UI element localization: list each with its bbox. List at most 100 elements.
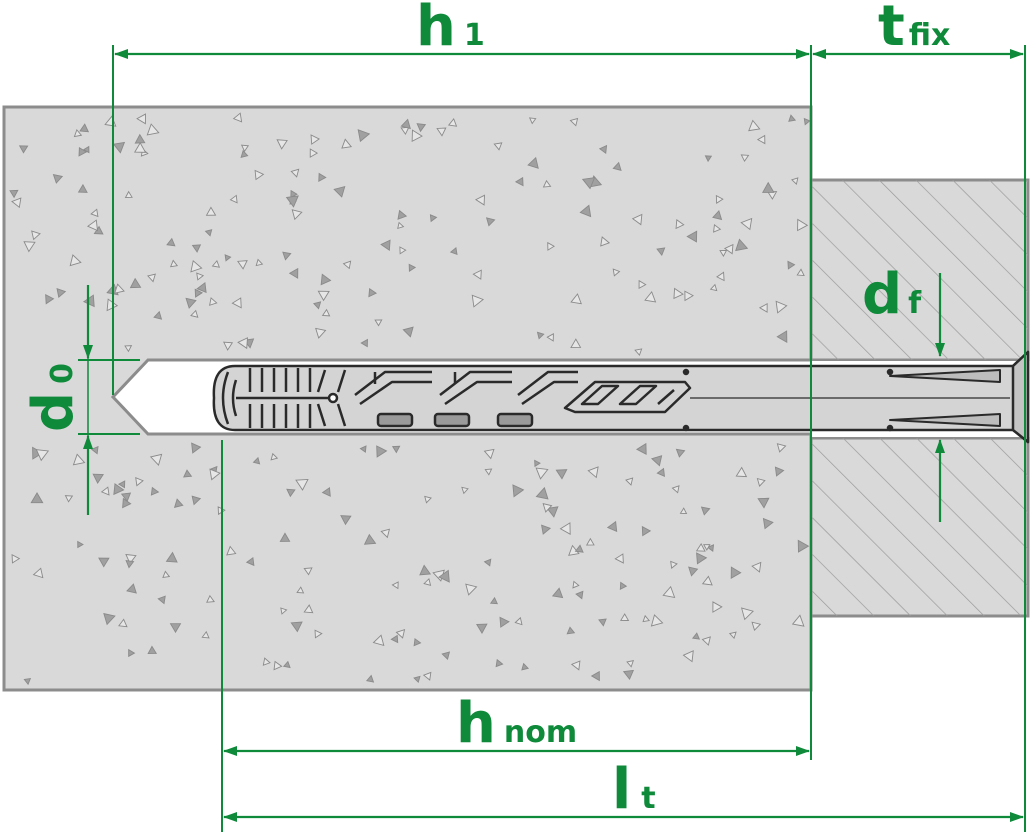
- aggregate-speck: [226, 545, 237, 556]
- aggregate-speck: [270, 452, 279, 461]
- aggregate-speck: [438, 569, 450, 583]
- aggregate-speck: [124, 190, 133, 199]
- aggregate-speck: [376, 445, 388, 458]
- aggregate-speck: [575, 590, 584, 600]
- aggregate-speck: [309, 148, 319, 158]
- aggregate-speck: [318, 172, 327, 182]
- aggregate-speck: [314, 629, 323, 639]
- aggregate-speck: [290, 189, 298, 199]
- aggregate-speck: [360, 338, 368, 348]
- aggregate-speck: [728, 631, 737, 640]
- anchor-tip: [221, 371, 230, 425]
- aggregate-speck: [380, 528, 391, 539]
- aggregate-speck: [117, 480, 126, 489]
- aggregate-speck: [52, 174, 64, 184]
- aggregate-speck: [18, 145, 29, 154]
- aggregate-speck: [756, 477, 766, 487]
- aggregate-speck: [196, 272, 205, 281]
- aggregate-speck: [696, 552, 708, 565]
- aggregate-speck: [542, 179, 552, 188]
- aggregate-speck: [232, 112, 243, 123]
- aggregate-speck: [465, 583, 478, 596]
- anchor-collar-wedge-top: [889, 369, 1001, 383]
- aggregate-speck: [90, 208, 99, 218]
- aggregate-speck: [644, 290, 657, 303]
- aggregate-speck: [400, 118, 411, 130]
- aggregate-speck: [662, 585, 676, 598]
- aggregate-speck: [489, 596, 499, 605]
- aggregate-speck: [483, 448, 495, 460]
- aggregate-speck: [485, 217, 496, 227]
- aggregate-speck: [559, 522, 571, 535]
- aggregate-speck: [126, 583, 137, 594]
- aggregate-speck: [240, 144, 250, 153]
- aggregate-speck: [650, 455, 663, 467]
- aggregate-speck: [569, 117, 579, 127]
- aggregate-speck: [206, 594, 215, 603]
- aggregate-speck: [686, 230, 698, 243]
- aggregate-speck: [341, 138, 353, 149]
- aggregate-speck: [9, 189, 19, 199]
- aggregate-speck: [413, 637, 422, 647]
- aggregate-speck: [495, 658, 504, 668]
- aggregate-speck: [125, 553, 137, 565]
- aggregate-speck: [173, 498, 184, 508]
- aggregate-speck: [570, 338, 582, 348]
- label-d0: d0: [21, 363, 86, 432]
- aggregate-speck: [612, 268, 621, 277]
- aggregate-speck: [625, 477, 634, 486]
- aggregate-speck: [129, 277, 142, 289]
- aggregate-speck: [650, 614, 664, 627]
- aggregate-speck: [641, 525, 652, 537]
- aggregate-speck: [273, 660, 283, 671]
- aggregate-speck: [86, 219, 99, 232]
- aggregate-speck: [133, 141, 147, 153]
- aggregate-speck: [535, 467, 549, 480]
- aggregate-speck: [723, 243, 734, 255]
- aggregate-speck: [695, 543, 706, 552]
- aggregate-speck: [340, 515, 352, 526]
- aggregate-speck: [400, 126, 410, 136]
- aggregate-speck: [380, 239, 391, 251]
- aggregate-speck: [541, 524, 552, 535]
- aggregate-speck: [342, 260, 352, 270]
- aggregate-speck: [113, 483, 125, 496]
- aggregate-speck: [642, 614, 651, 623]
- aggregate-speck: [436, 127, 447, 137]
- aggregate-speck: [461, 486, 469, 495]
- aggregate-speck: [704, 155, 713, 163]
- aggregate-speck: [209, 468, 221, 481]
- aggregate-speck: [679, 507, 688, 515]
- aggregate-speck: [395, 629, 406, 639]
- aggregate-speck: [64, 495, 74, 503]
- aggregate-speck: [682, 650, 694, 663]
- aggregate-speck: [675, 219, 685, 230]
- aggregate-speck: [757, 497, 770, 509]
- aggregate-speck: [224, 254, 232, 262]
- aggregate-speck: [688, 566, 699, 577]
- aggregate-speck: [626, 660, 635, 668]
- aggregate-speck: [527, 156, 539, 169]
- aggregate-speck: [288, 267, 299, 279]
- aggregate-speck: [472, 269, 482, 280]
- aggregate-speck: [30, 492, 44, 504]
- fixture: [809, 178, 1030, 618]
- aggregate-speck: [514, 616, 523, 626]
- aggregate-speck: [546, 506, 559, 518]
- aggregate-speck: [570, 293, 582, 305]
- aggregate-speck: [419, 564, 432, 576]
- aggregate-speck: [493, 142, 503, 151]
- aggregate-speck: [374, 319, 383, 327]
- aggregate-speck: [290, 168, 300, 178]
- aggregate-speck: [313, 301, 322, 310]
- aggregate-speck: [147, 645, 158, 655]
- aggregate-speck: [77, 183, 88, 193]
- aggregate-speck: [23, 241, 36, 253]
- aggregate-speck: [146, 123, 160, 136]
- aggregate-speck: [245, 556, 255, 567]
- aggregate-speck: [471, 294, 485, 308]
- aggregate-speck: [237, 337, 248, 350]
